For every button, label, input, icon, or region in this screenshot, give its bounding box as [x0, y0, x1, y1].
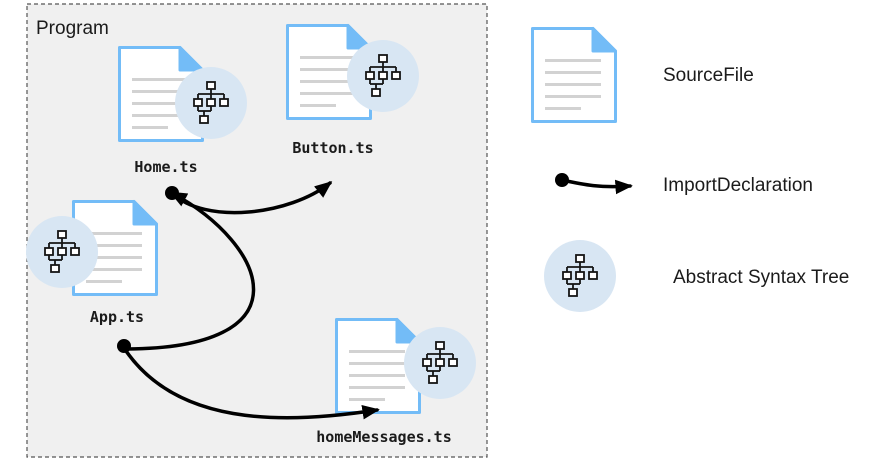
legend-item-import-declaration: ImportDeclaration — [555, 173, 813, 196]
file-node-homemessages: homeMessages.ts — [316, 318, 477, 446]
import-origin-dot-home — [165, 186, 179, 200]
file-label-app: App.ts — [90, 308, 144, 326]
import-arrow-app-to-homemessages — [122, 346, 380, 420]
file-label-homemessages: homeMessages.ts — [316, 428, 451, 446]
abstract-syntax-tree-icon — [25, 215, 99, 289]
file-node-home: Home.ts — [118, 46, 248, 176]
import-origin-dot-app — [117, 339, 131, 353]
abstract-syntax-tree-icon — [543, 239, 617, 313]
file-node-button: Button.ts — [286, 24, 420, 157]
legend: SourceFile ImportDeclaration Abstract Sy… — [531, 27, 849, 313]
abstract-syntax-tree-icon — [346, 39, 420, 113]
abstract-syntax-tree-icon — [174, 66, 248, 140]
import-origin-dot-icon — [555, 173, 569, 187]
legend-label-import-declaration: ImportDeclaration — [663, 175, 813, 196]
source-file-icon — [531, 27, 617, 123]
legend-item-ast: Abstract Syntax Tree — [543, 239, 849, 313]
legend-item-source-file: SourceFile — [531, 27, 754, 123]
legend-label-ast: Abstract Syntax Tree — [673, 267, 849, 288]
legend-label-source-file: SourceFile — [663, 65, 754, 86]
file-node-app: App.ts — [25, 200, 158, 326]
file-label-home: Home.ts — [134, 158, 197, 176]
program-label: Program — [36, 18, 109, 39]
import-arrow-home-to-app — [120, 191, 256, 351]
import-arrow-icon — [560, 178, 633, 195]
file-label-button: Button.ts — [292, 139, 373, 157]
abstract-syntax-tree-icon — [403, 326, 477, 400]
